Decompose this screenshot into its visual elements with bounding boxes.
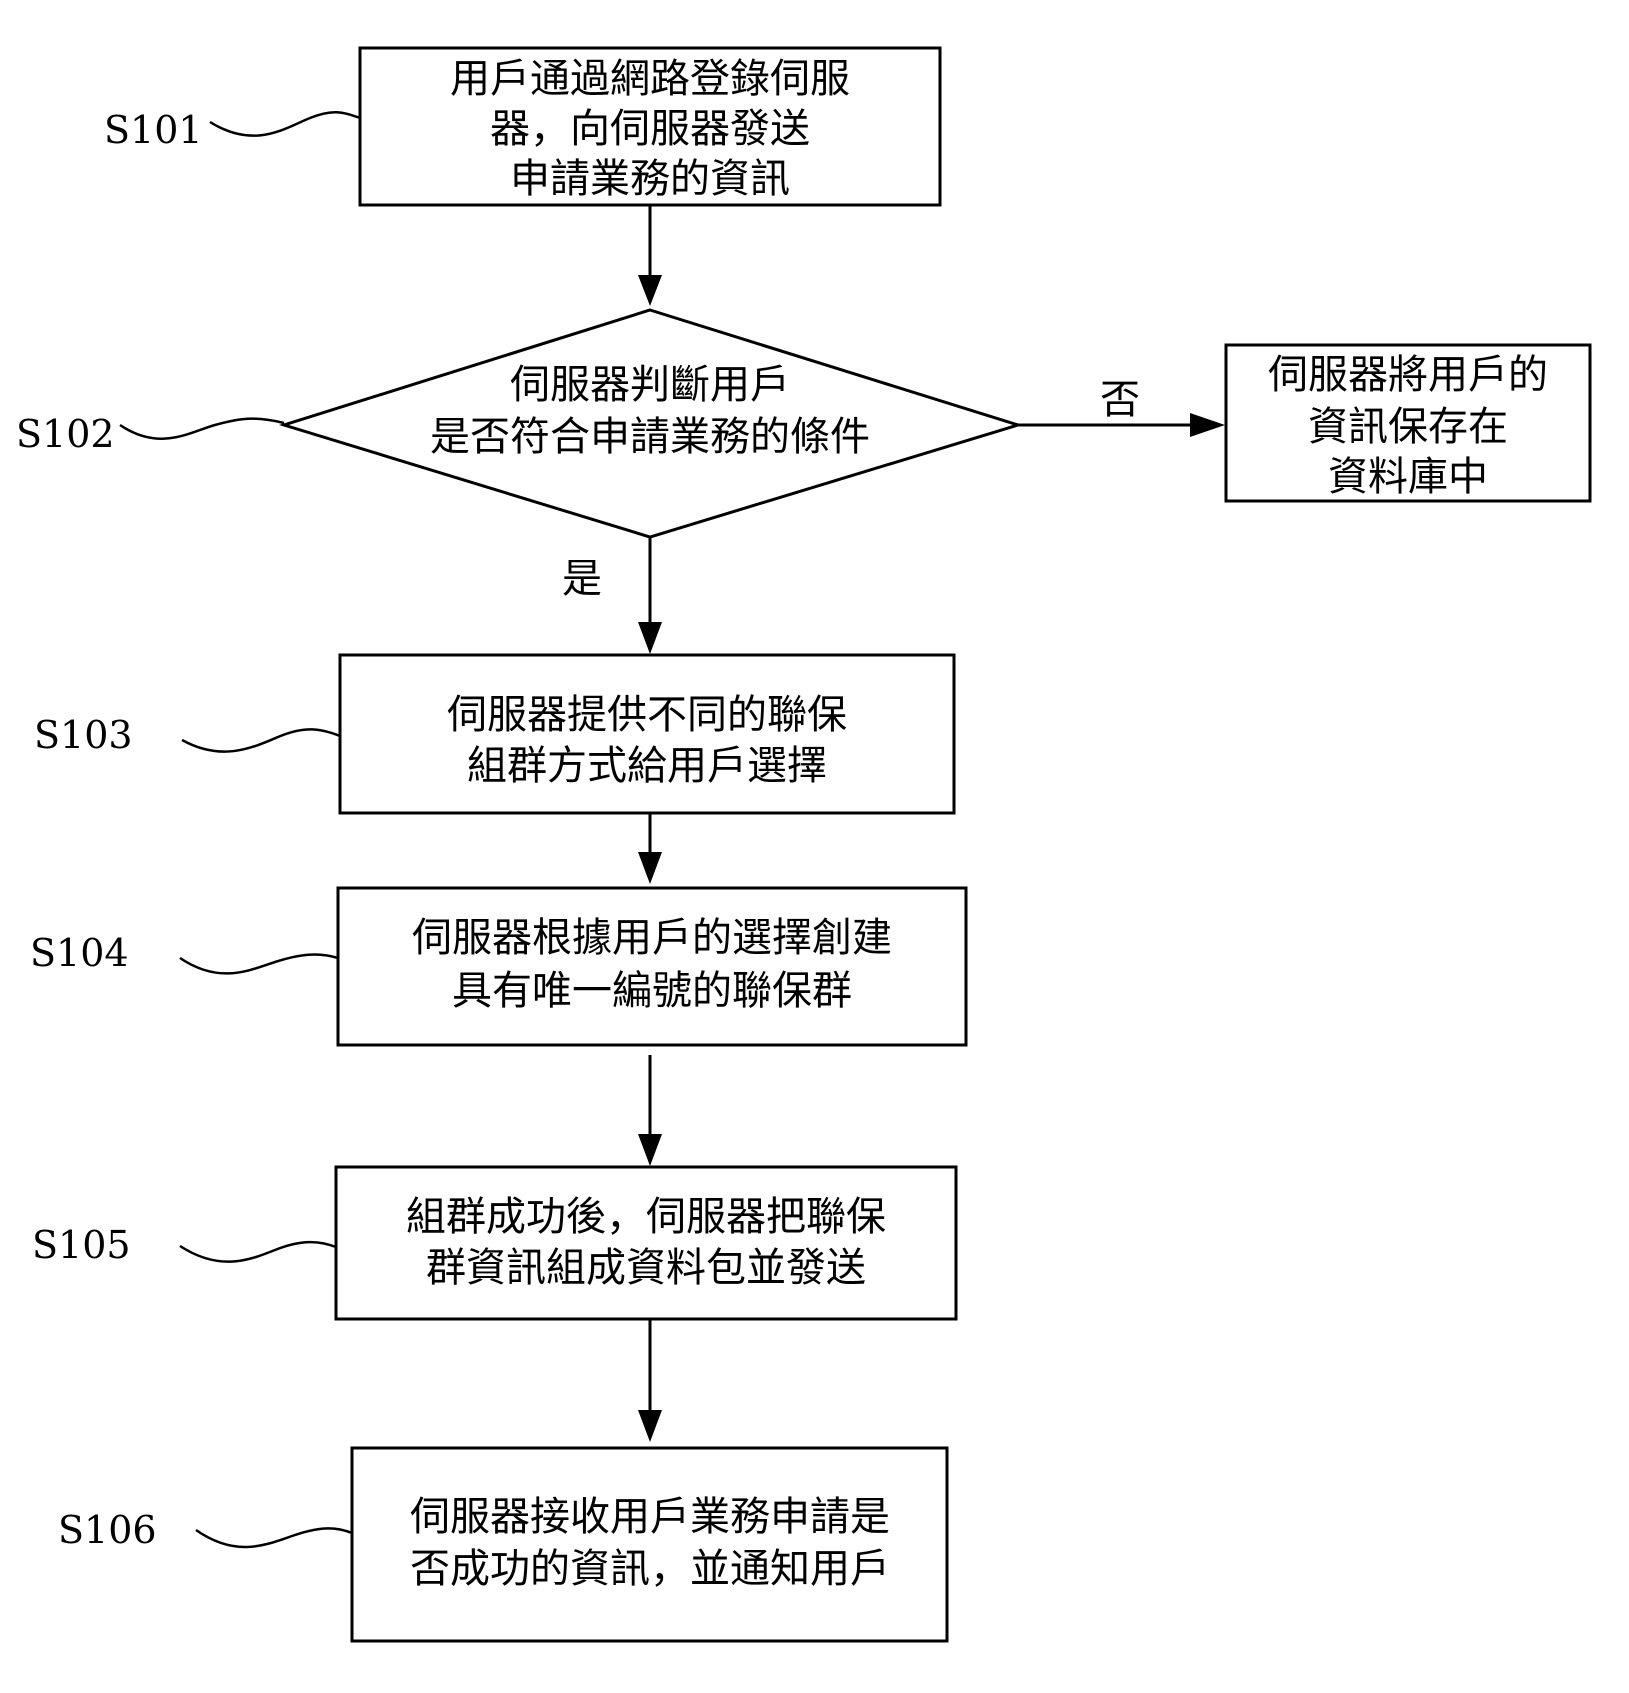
step-s106-box: [350, 1446, 949, 1643]
step-s105-connector: [179, 1240, 337, 1263]
no-branch-line-3: 資料庫中: [1328, 454, 1488, 500]
step-s104-connector: [179, 953, 339, 975]
edge-label-yes: 是: [562, 556, 602, 602]
step-s101-line-1: 用戶通過網路登錄伺服: [450, 56, 850, 102]
step-s104-line-1: 伺服器根據用戶的選擇創建: [412, 915, 892, 961]
step-s105-label: S105: [32, 1223, 131, 1267]
step-s106-connector: [195, 1527, 353, 1549]
step-s102-label: S102: [16, 412, 115, 456]
step-s103: 伺服器提供不同的聯保 組群方式給用戶選擇 S103: [34, 653, 956, 815]
step-s101: 用戶通過網路登錄伺服 器，向伺服器發送 申請業務的資訊 S101: [104, 46, 942, 207]
step-s104: 伺服器根據用戶的選擇創建 具有唯一編號的聯保群 S104: [30, 886, 968, 1047]
no-branch-line-2: 資訊保存在: [1308, 404, 1508, 450]
step-s104-line-2: 具有唯一編號的聯保群: [452, 968, 852, 1014]
step-s104-box: [336, 886, 968, 1047]
step-s102-connector: [119, 417, 285, 440]
step-s101-box: [358, 46, 942, 207]
arrow-s101-s102-head: [638, 275, 662, 306]
step-s105: 組群成功後，伺服器把聯保 群資訊組成資料包並發送 S105: [32, 1165, 958, 1321]
step-s106: 伺服器接收用戶業務申請是 否成功的資訊，並通知用戶 S106: [58, 1446, 949, 1643]
edge-label-no: 否: [1100, 377, 1140, 423]
step-s105-box: [334, 1165, 958, 1321]
arrow-s104-s105-head: [638, 1134, 662, 1166]
step-s101-line-2: 器，向伺服器發送: [490, 106, 810, 152]
step-s101-label: S101: [104, 108, 203, 152]
arrow-s103-s104-head: [638, 852, 662, 884]
step-s103-line-2: 組群方式給用戶選擇: [467, 743, 827, 789]
step-s103-connector: [181, 728, 341, 753]
arrow-s105-s106-head: [638, 1410, 662, 1442]
step-s102-line-2: 是否符合申請業務的條件: [430, 414, 870, 460]
step-s105-line-2: 群資訊組成資料包並發送: [426, 1245, 866, 1291]
step-s104-label: S104: [30, 931, 129, 975]
step-s106-line-1: 伺服器接收用戶業務申請是: [410, 1494, 890, 1540]
no-branch-box: 伺服器將用戶的 資訊保存在 資料庫中: [1224, 343, 1592, 503]
arrow-yes-branch-head: [638, 622, 662, 654]
step-s106-label: S106: [58, 1508, 157, 1552]
step-s101-line-3: 申請業務的資訊: [510, 156, 790, 202]
step-s106-line-2: 否成功的資訊，並通知用戶: [410, 1546, 890, 1592]
step-s103-line-1: 伺服器提供不同的聯保: [447, 692, 847, 738]
step-s103-label: S103: [34, 713, 133, 757]
step-s103-box: [338, 653, 956, 815]
arrow-no-branch-head: [1190, 413, 1225, 437]
no-branch-line-1: 伺服器將用戶的: [1268, 352, 1548, 398]
step-s101-connector: [209, 111, 361, 137]
no-branch-rect: [1224, 343, 1592, 503]
step-s102: 伺服器判斷用戶 是否符合申請業務的條件 S102: [16, 308, 1024, 539]
step-s102-line-1: 伺服器判斷用戶: [510, 362, 790, 408]
step-s105-line-1: 組群成功後，伺服器把聯保: [406, 1194, 886, 1240]
